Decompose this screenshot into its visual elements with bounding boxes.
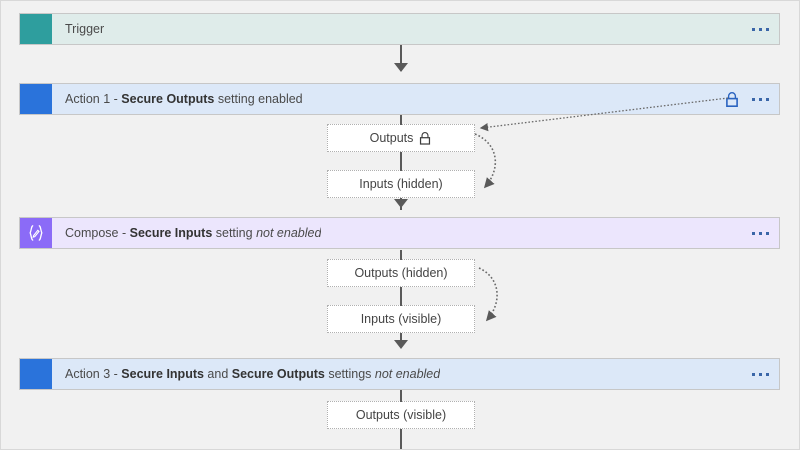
more-options-icon[interactable] xyxy=(752,231,769,235)
action-3-card-body: Action 3 - Secure Inputs and Secure Outp… xyxy=(52,359,779,389)
trigger-icon xyxy=(20,14,52,44)
connector-action1-to-outputs xyxy=(400,115,402,125)
connector-outputs-to-inputs-2 xyxy=(400,287,402,306)
arrow-head-inputs-to-action3 xyxy=(394,340,408,349)
action-icon xyxy=(20,359,52,389)
result-box-label: Outputs (visible) xyxy=(355,408,447,422)
result-box-label: Outputs xyxy=(369,131,414,145)
action-1-card-body: Action 1 - Secure Outputs setting enable… xyxy=(52,84,779,114)
trigger-card-right xyxy=(752,27,769,31)
result-box-action3-outputs: Outputs (visible) xyxy=(327,401,475,429)
action-1-title: Action 1 - Secure Outputs setting enable… xyxy=(65,92,303,106)
workflow-card-action-1[interactable]: Action 1 - Secure Outputs setting enable… xyxy=(19,83,780,115)
result-box-action1-outputs: Outputs xyxy=(327,124,475,152)
connector-outputs-to-inputs-1 xyxy=(400,152,402,171)
workflow-card-compose[interactable]: Compose - Secure Inputs setting not enab… xyxy=(19,217,780,249)
result-box-label: Inputs (hidden) xyxy=(359,177,443,191)
arrow-head-trigger-to-action1 xyxy=(394,63,408,72)
action-3-title-bold: Secure Inputs xyxy=(121,367,204,381)
connector-action3-to-outputs xyxy=(400,390,402,402)
connector-action3-outputs-down xyxy=(400,429,402,449)
compose-card-body: Compose - Secure Inputs setting not enab… xyxy=(52,218,779,248)
workflow-card-trigger[interactable]: Trigger xyxy=(19,13,780,45)
result-box-compose-outputs: Outputs (hidden) xyxy=(327,259,475,287)
connector-compose-to-outputs xyxy=(400,250,402,260)
action-3-title-italic: not enabled xyxy=(374,367,441,381)
more-options-icon[interactable] xyxy=(752,27,769,31)
action-3-title-mid: and xyxy=(203,367,232,381)
dotted-arrow-outputs-to-inputs-1 xyxy=(474,133,497,189)
compose-title-bold: Secure Inputs xyxy=(129,226,213,240)
more-options-icon[interactable] xyxy=(752,97,769,101)
action-3-title-bold2: Secure Outputs xyxy=(231,367,325,381)
compose-title-mid: setting xyxy=(212,226,257,240)
action-3-card-right xyxy=(752,372,769,376)
trigger-title: Trigger xyxy=(65,22,105,36)
action-1-title-prefix: Action 1 - xyxy=(65,92,122,106)
result-box-label: Outputs (hidden) xyxy=(354,266,448,280)
action-icon xyxy=(20,84,52,114)
action-3-title-prefix: Action 3 - xyxy=(65,367,122,381)
result-box-action1-inputs: Inputs (hidden) xyxy=(327,170,475,198)
dotted-arrow-outputs-to-inputs-2 xyxy=(478,267,498,322)
action-3-title-mid2: settings xyxy=(324,367,375,381)
workflow-card-action-3[interactable]: Action 3 - Secure Inputs and Secure Outp… xyxy=(19,358,780,390)
trigger-card-body: Trigger xyxy=(52,14,779,44)
action-1-title-bold: Secure Outputs xyxy=(121,92,215,106)
connector-trigger-to-action1 xyxy=(400,45,402,71)
result-box-compose-inputs: Inputs (visible) xyxy=(327,305,475,333)
action-1-title-suffix: setting enabled xyxy=(214,92,303,106)
arrow-head-inputs-to-compose xyxy=(394,199,408,208)
compose-title: Compose - Secure Inputs setting not enab… xyxy=(65,226,321,240)
compose-card-right xyxy=(752,231,769,235)
action-3-title: Action 3 - Secure Inputs and Secure Outp… xyxy=(65,367,440,381)
compose-title-italic: not enabled xyxy=(256,226,322,240)
more-options-icon[interactable] xyxy=(752,372,769,376)
result-box-label: Inputs (visible) xyxy=(360,312,442,326)
compose-title-prefix: Compose - xyxy=(65,226,130,240)
compose-braces-pencil-icon xyxy=(20,218,52,248)
action-1-card-right xyxy=(724,91,769,108)
lock-icon xyxy=(418,131,432,146)
lock-icon xyxy=(724,91,740,108)
